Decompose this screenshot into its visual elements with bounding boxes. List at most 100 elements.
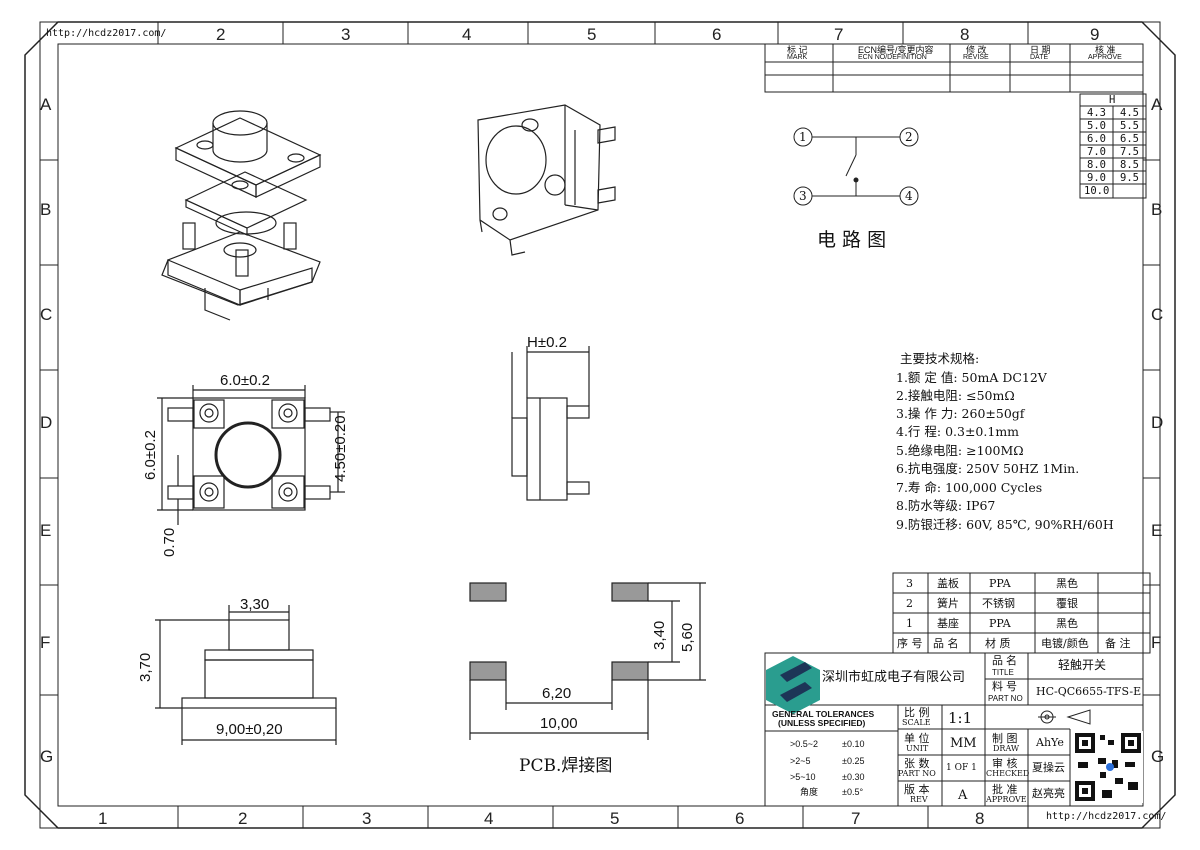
company-name: 深圳市虹成电子有限公司 xyxy=(822,670,966,685)
dim-height-right: 4.50±0.20 xyxy=(332,415,349,482)
bom-header: 电镀/颜色 xyxy=(1041,637,1089,650)
rev-revise-en: REVISE xyxy=(963,54,989,61)
tolerance-range: >0.5~2 xyxy=(790,739,819,749)
spec-title: 主要技术规格: xyxy=(900,351,980,366)
h-table-cell: 9.0 xyxy=(1087,172,1106,184)
bom-cell: 簧片 xyxy=(937,597,959,610)
spec-item: 5.绝缘电阻: ≥100MΩ xyxy=(896,443,1024,458)
tolerance-range: >5~10 xyxy=(790,772,816,782)
front-view xyxy=(155,605,337,745)
rev-approve-en: APPROVE xyxy=(1088,54,1122,61)
zone-col-label: 6 xyxy=(735,809,745,828)
zone-col-label: 1 xyxy=(98,809,108,828)
bom-cell: 1 xyxy=(906,617,913,630)
h-table-cell: 4.5 xyxy=(1120,107,1139,119)
dim-pcb-inner: 6,20 xyxy=(542,685,572,702)
rev-mark-label: 标 记 xyxy=(787,45,808,55)
unit-label: 单 位 xyxy=(904,732,930,745)
zone-row-label: B xyxy=(1151,200,1163,219)
top-view xyxy=(157,385,345,525)
zone-col-label: 8 xyxy=(975,809,985,828)
zone-col-label: 2 xyxy=(238,809,248,828)
h-table-header: H xyxy=(1109,94,1116,106)
check-value: 夏操云 xyxy=(1032,761,1065,774)
url-top-left[interactable]: http://hcdz2017.com/ xyxy=(46,28,167,39)
rev-label: 版 本 xyxy=(904,783,930,796)
exploded-3d-view xyxy=(161,110,322,321)
qr-code xyxy=(1073,731,1143,803)
zone-row-label: B xyxy=(40,200,52,219)
zone-col-label: 3 xyxy=(362,809,372,828)
pin-4-label: 4 xyxy=(905,189,913,203)
pin-3-label: 3 xyxy=(799,189,807,203)
scale-value: 1:1 xyxy=(948,709,973,727)
check-label: 审 核 xyxy=(992,757,1018,770)
bom-cell: 不锈钢 xyxy=(982,597,1015,610)
h-table-cell: 9.5 xyxy=(1120,172,1139,184)
spec-item: 7.寿 命: 100,000 Cycles xyxy=(896,480,1043,495)
spec-item: 4.行 程: 0.3±0.1mm xyxy=(896,424,1020,439)
part-label: 料 号 xyxy=(992,681,1018,693)
tolerance-subtitle: (UNLESS SPECIFIED) xyxy=(778,718,866,728)
zone-col-label: 5 xyxy=(587,25,597,44)
bom-cell: 覆银 xyxy=(1056,597,1078,610)
h-table-cell: 5.0 xyxy=(1087,120,1106,132)
company-logo xyxy=(766,656,820,714)
zone-row-label: G xyxy=(1151,747,1165,766)
draw-label: 制 图 xyxy=(992,732,1018,745)
draw-label-en: DRAW xyxy=(993,744,1020,753)
tolerance-value: ±0.30 xyxy=(842,772,865,782)
rev-revise-label: 修 改 xyxy=(966,45,987,55)
zone-col-label: 7 xyxy=(834,25,844,44)
unit-value: MM xyxy=(950,736,977,751)
h-table-cell: 7.0 xyxy=(1087,146,1106,158)
spec-item: 3.操 作 力: 260±50gf xyxy=(896,406,1025,421)
dim-height-left: 6.0±0.2 xyxy=(142,430,159,480)
check-label-en: CHECKED xyxy=(986,769,1030,778)
tolerance-value: ±0.10 xyxy=(842,739,865,749)
rev-date-label: 日 期 xyxy=(1030,45,1051,55)
bom-header: 材 质 xyxy=(985,637,1011,650)
zone-col-label: 6 xyxy=(712,25,722,44)
part-number: HC-QC6655-TFS-E xyxy=(1036,685,1142,698)
approve-label: 批 准 xyxy=(992,783,1018,796)
zone-ticks xyxy=(40,22,1160,828)
zone-row-label: A xyxy=(40,95,52,114)
zone-col-label: 3 xyxy=(341,25,351,44)
dim-pcb-h-inner: 3,40 xyxy=(651,620,668,650)
pin-1-label: 1 xyxy=(799,130,807,144)
bom-cell: 黑色 xyxy=(1056,577,1078,590)
pcb-footprint xyxy=(469,582,706,740)
approve-value: 赵亮亮 xyxy=(1032,787,1065,800)
zone-row-label: E xyxy=(40,521,52,540)
dim-pcb-h-outer: 5,60 xyxy=(679,622,696,652)
h-table-cell: 4.3 xyxy=(1087,107,1106,119)
zone-row-label: A xyxy=(1151,95,1163,114)
bom-cell: 黑色 xyxy=(1056,617,1078,630)
zone-row-label: D xyxy=(40,413,53,432)
tolerance-range: >2~5 xyxy=(790,756,811,766)
zone-col-label: 5 xyxy=(610,809,620,828)
zone-row-label: C xyxy=(1151,305,1164,324)
sheet-label-en: PART NO xyxy=(898,769,936,778)
bom-cell: 3 xyxy=(906,577,913,590)
h-table-cell: 7.5 xyxy=(1120,146,1139,158)
rev-date-en: DATE xyxy=(1030,54,1049,61)
spec-item: 6.抗电强度: 250V 50HZ 1Min. xyxy=(896,461,1080,476)
rev-ecn-en: ECN NO/DEFINITION xyxy=(858,54,927,61)
sheet-label: 张 数 xyxy=(904,757,930,770)
bom-cell: PPA xyxy=(989,577,1011,590)
bom-cell: 基座 xyxy=(937,617,959,630)
bom-cell: PPA xyxy=(989,617,1011,630)
zone-row-label: F xyxy=(40,633,51,652)
draw-value: AhYe xyxy=(1036,736,1064,749)
spec-item: 1.额 定 值: 50mA DC12V xyxy=(896,370,1047,385)
bom-header: 序 号 xyxy=(897,637,923,650)
zone-col-label: 7 xyxy=(851,809,861,828)
url-bottom-right[interactable]: http://hcdz2017.com/ xyxy=(1046,811,1167,822)
rev-value: A xyxy=(958,788,968,803)
dim-button-width: 3,30 xyxy=(240,596,270,613)
rev-approve-label: 核 准 xyxy=(1095,45,1116,55)
